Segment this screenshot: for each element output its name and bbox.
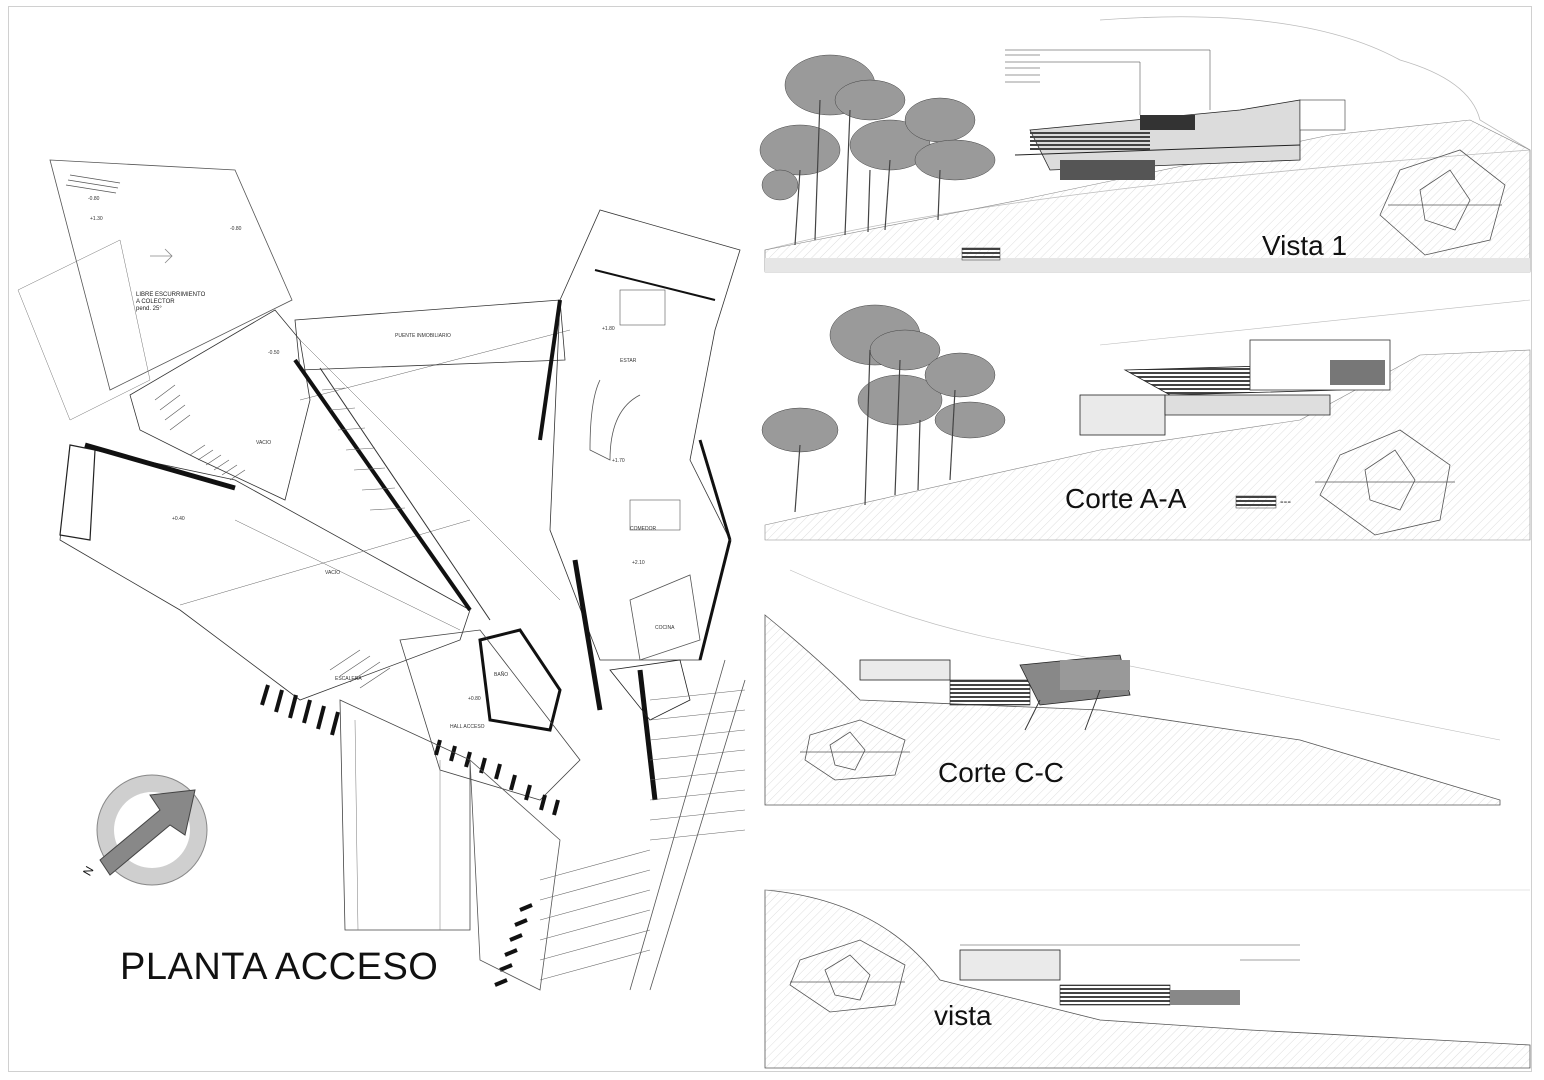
vista-drawing (764, 889, 1531, 1069)
vista-1-drawing (759, 16, 1531, 273)
legend-dash: --- (1280, 496, 1291, 508)
building-section-a (1079, 339, 1391, 436)
room-label: VACIO (325, 570, 341, 576)
key-plan (1379, 149, 1506, 256)
building-section-c (859, 654, 1131, 731)
plan-title: PLANTA ACCESO (120, 946, 439, 988)
note-line: pend. 25° (136, 306, 162, 312)
corte-c-c-drawing (764, 569, 1501, 806)
drawing-label-corte-c-c: Corte C-C (938, 757, 1065, 788)
room-label: HALL ACCESO (450, 724, 485, 730)
room-label: PUENTE INMOBILIARIO (395, 333, 451, 339)
level-mark: +0.80 (468, 696, 481, 702)
corte-a-a-drawing (761, 299, 1531, 541)
plan-note: LIBRE ESCURRIMIENTO A COLECTOR pend. 25° (136, 292, 205, 313)
sheet-frame (8, 6, 1532, 1072)
room-label: ESCALERA (335, 676, 362, 682)
level-mark: -0.80 (88, 196, 100, 202)
note-line: A COLECTOR (136, 299, 175, 305)
room-label: ESTAR (620, 358, 637, 364)
level-mark: +0.40 (172, 516, 185, 522)
floor-plan (17, 159, 746, 991)
room-label: COCINA (655, 625, 675, 631)
drawing-label-vista-1: Vista 1 (1262, 230, 1348, 261)
level-mark: -0.80 (230, 226, 242, 232)
building-elevation-vista (959, 944, 1300, 1006)
drawing-label-corte-a-a: Corte A-A (1065, 483, 1187, 514)
level-mark: +1.30 (90, 216, 103, 222)
north-arrow-icon (96, 774, 208, 886)
level-mark: +1.80 (602, 326, 615, 332)
drawing-label-vista: vista (934, 1000, 992, 1031)
level-mark: +2.10 (632, 560, 645, 566)
note-line: LIBRE ESCURRIMIENTO (136, 292, 206, 298)
tree-group (759, 54, 996, 201)
level-mark: +1.70 (612, 458, 625, 464)
room-label: VACIO (256, 440, 272, 446)
room-label: COMEDOR (630, 526, 657, 532)
room-label: BAÑO (494, 672, 509, 678)
building-elevation (1014, 99, 1346, 180)
level-mark: -0.50 (268, 350, 280, 356)
